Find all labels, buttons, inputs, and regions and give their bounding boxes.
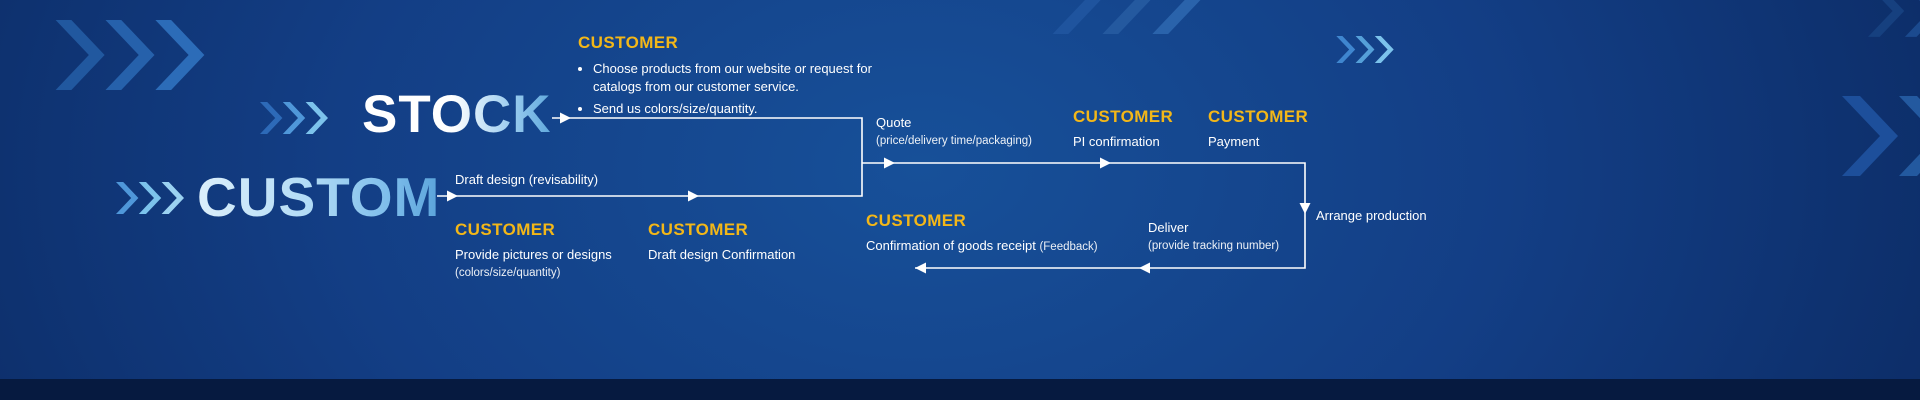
step-subtext: (colors/size/quantity) <box>455 267 561 280</box>
flow-arrow-left-icon <box>1139 262 1150 274</box>
step-text: Quote <box>876 115 912 130</box>
flow-arrow-right-icon <box>1100 157 1111 169</box>
custom-customer-step-2: CUSTOMER Draft design Confirmation <box>648 220 795 264</box>
chevrons-top-right-icon <box>1868 0 1920 37</box>
bottom-accent-bar <box>0 379 1920 400</box>
quote-step: Quote (price/delivery time/packaging) <box>876 114 1032 150</box>
step-subtext: (price/delivery time/packaging) <box>876 135 1032 148</box>
stock-customer-step: CUSTOMER Choose products from our websit… <box>578 33 894 121</box>
customer-heading: CUSTOMER <box>866 211 967 230</box>
flow-arrow-left-icon <box>915 262 926 274</box>
goods-receipt-step: CUSTOMER Confirmation of goods receipt (… <box>866 211 1098 255</box>
pi-confirmation-step: CUSTOMER PI confirmation <box>1073 107 1173 151</box>
chevrons-top-center-icon <box>1052 0 1201 34</box>
customer-heading: CUSTOMER <box>648 220 749 239</box>
arrange-production-label: Arrange production <box>1316 208 1427 223</box>
bullet-item: Choose products from our website or requ… <box>593 60 894 97</box>
deliver-step: Deliver (provide tracking number) <box>1148 219 1279 255</box>
flow-arrow-down-icon <box>1299 203 1311 214</box>
step-text: PI confirmation <box>1073 134 1160 149</box>
chevrons-top-left-icon <box>55 20 205 90</box>
chevrons-mid-left-icon <box>260 102 328 134</box>
step-subtext: (provide tracking number) <box>1148 240 1280 253</box>
step-text: Confirmation of goods receipt (Feedback) <box>866 238 1098 253</box>
custom-track-label: CUSTOM <box>197 166 441 228</box>
customer-heading: CUSTOMER <box>455 220 556 239</box>
draft-design-label: Draft design (revisability) <box>455 172 599 187</box>
flow-arrow-right-icon <box>884 157 895 169</box>
chevrons-right-small-icon <box>1336 36 1394 63</box>
payment-step: CUSTOMER Payment <box>1208 107 1308 151</box>
step-text: Payment <box>1208 134 1260 149</box>
chevrons-lower-left-icon <box>116 182 184 214</box>
flow-arrow-right-icon <box>560 112 571 124</box>
step-subtext: (Feedback) <box>1039 241 1098 253</box>
step-text: Deliver <box>1148 220 1189 235</box>
stock-track-label: STOCK <box>362 85 552 144</box>
stock-bullet-list: Choose products from our website or requ… <box>578 60 894 118</box>
chevrons-right-edge-icon <box>1842 96 1920 176</box>
step-text: Provide pictures or designs <box>455 247 612 262</box>
step-text: Draft design Confirmation <box>648 247 796 262</box>
customer-heading: CUSTOMER <box>1208 107 1309 126</box>
flow-arrow-right-icon <box>447 190 458 202</box>
customer-heading: CUSTOMER <box>1073 107 1174 126</box>
flow-arrow-right-icon <box>688 190 699 202</box>
customer-heading: CUSTOMER <box>578 33 679 52</box>
custom-customer-step-1: CUSTOMER Provide pictures or designs (co… <box>455 220 612 282</box>
bullet-item: Send us colors/size/quantity. <box>593 100 894 118</box>
